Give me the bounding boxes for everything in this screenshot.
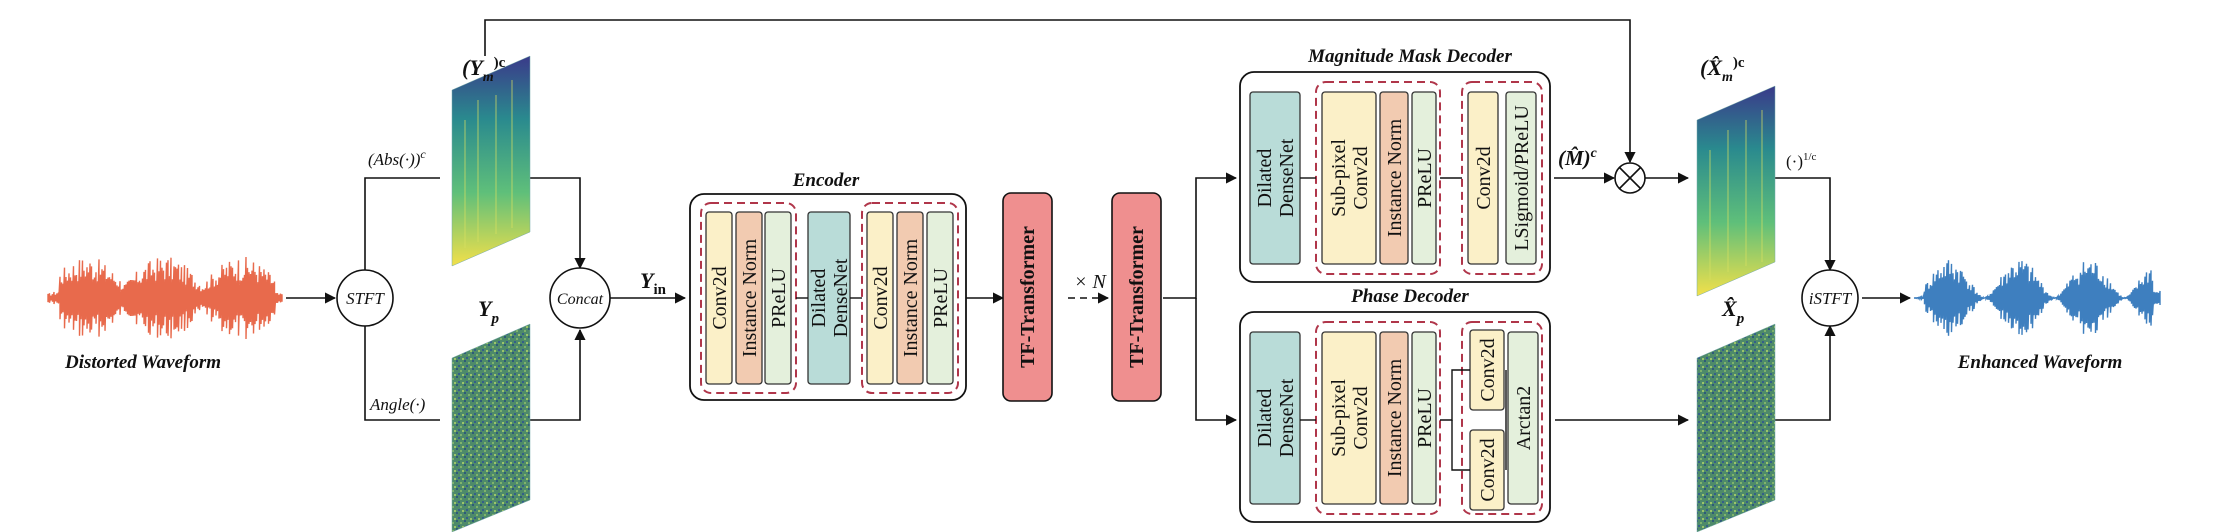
magnitude-mask-decoder: Magnitude Mask Decoder DilatedDenseNet Su…	[1239, 46, 1551, 283]
phase-spectrogram-out: X̂p	[1696, 296, 1776, 532]
tf-transformer-1: TF-Transformer	[1002, 192, 1053, 402]
encoder-block-label-1: Instance Norm	[739, 238, 761, 357]
mask-decoder-block-label-0: DilatedDenseNet	[1254, 138, 1298, 217]
encoder-block-label-3: DilatedDenseNet	[808, 258, 852, 337]
encoder-block-dilated-densenet-3: DilatedDenseNet	[807, 211, 852, 385]
encoder: Encoder Conv2d Instance Norm PReLU DilatedD…	[689, 170, 967, 401]
mask-decoder-title: Magnitude Mask Decoder	[1307, 46, 1512, 67]
multiply-node	[1614, 162, 1646, 194]
connectors	[286, 19, 1912, 426]
phase-decoder-block-instance-norm-2: Instance Norm	[1379, 331, 1409, 505]
magnitude-spectrogram-in: (Ym)c	[451, 55, 531, 267]
mask-decoder-block-lsigmoid-prelu-5: LSigmoid/PReLU	[1505, 91, 1537, 265]
mask-decoder-block-label-5: LSigmoid/PReLU	[1511, 105, 1533, 251]
magnitude-spectrogram-out: (X̂m)c	[1696, 55, 1776, 297]
phase-decoder-block-label-3: PReLU	[1414, 387, 1436, 448]
phase-decoder-block-label-4: Conv2d	[1477, 338, 1499, 401]
enhanced-waveform: Enhanced Waveform	[1913, 260, 2161, 373]
mask-decoder-block-sub-pixel-conv2d-1: Sub-pixelConv2d	[1321, 91, 1377, 265]
encoder-block-prelu-2: PReLU	[764, 211, 792, 385]
xm-label: (X̂m)c	[1700, 55, 1745, 85]
tf-transformer-1-label: TF-Transformer	[1017, 226, 1039, 368]
encoder-block-conv2d-4: Conv2d	[866, 211, 894, 385]
tf-transformer-2: TF-Transformer	[1111, 192, 1162, 402]
encoder-block-label-5: Instance Norm	[900, 238, 922, 357]
repeat-label: × N	[1074, 271, 1107, 293]
encoder-title: Encoder	[792, 170, 860, 191]
istft-label: iSTFT	[1809, 289, 1853, 308]
yin-label: Yin	[640, 268, 667, 298]
phase-decoder-block-sub-pixel-conv2d-1: Sub-pixelConv2d	[1321, 331, 1377, 505]
encoder-block-prelu-6: PReLU	[926, 211, 954, 385]
phase-decoder-block-dilated-densenet-0: DilatedDenseNet	[1249, 331, 1301, 505]
encoder-block-label-4: Conv2d	[870, 266, 892, 329]
phase-spectrogram-in: Yp	[451, 296, 531, 532]
encoder-block-label-2: PReLU	[768, 267, 790, 328]
mask-decoder-block-label-1: Sub-pixelConv2d	[1328, 139, 1372, 217]
mask-decoder-block-dilated-densenet-0: DilatedDenseNet	[1249, 91, 1301, 265]
mask-decoder-block-conv2d-4: Conv2d	[1467, 91, 1499, 265]
encoder-block-instance-norm-1: Instance Norm	[735, 211, 763, 385]
mhat-label: (M̂)c	[1558, 146, 1598, 170]
encoder-block-instance-norm-5: Instance Norm	[896, 211, 924, 385]
phase-decoder-block-label-0: DilatedDenseNet	[1254, 378, 1298, 457]
concat-label: Concat	[557, 291, 604, 308]
concat-node	[549, 267, 611, 329]
enhanced-waveform-label: Enhanced Waveform	[1957, 352, 2123, 373]
mask-decoder-block-instance-norm-2: Instance Norm	[1379, 91, 1409, 265]
mask-decoder-block-label-4: Conv2d	[1473, 146, 1495, 209]
phase-decoder: Phase Decoder DilatedDenseNet Sub-pixelCo…	[1239, 286, 1551, 523]
phase-decoder-block-label-6: Arctan2	[1513, 386, 1535, 450]
mask-decoder-block-prelu-3: PReLU	[1411, 91, 1437, 265]
mask-decoder-block-label-2: Instance Norm	[1384, 118, 1406, 237]
phase-decoder-block-label-5: Conv2d	[1477, 438, 1499, 501]
phase-decoder-block-arctan2-6: Arctan2	[1507, 331, 1539, 505]
encoder-block-conv2d-0: Conv2d	[705, 211, 733, 385]
mask-decoder-block-label-3: PReLU	[1414, 147, 1436, 208]
xp-label: X̂p	[1721, 296, 1745, 327]
abs-label: (Abs(·))c	[368, 147, 426, 169]
phase-decoder-block-conv2d-4: Conv2d	[1469, 329, 1505, 411]
distorted-waveform-label: Distorted Waveform	[64, 352, 221, 373]
stft-label: STFT	[346, 289, 385, 308]
ym-label: (Ym)c	[462, 55, 506, 85]
phase-decoder-block-label-2: Instance Norm	[1384, 358, 1406, 477]
distorted-waveform: Distorted Waveform	[47, 256, 283, 373]
phase-decoder-title: Phase Decoder	[1350, 286, 1469, 307]
inv-c-label: (·)1/c	[1786, 151, 1817, 171]
stft-node	[336, 269, 394, 327]
yp-label: Yp	[478, 296, 499, 327]
istft-node	[1801, 269, 1859, 327]
tf-transformer-2-label: TF-Transformer	[1126, 226, 1148, 368]
phase-decoder-block-conv2d-5: Conv2d	[1469, 429, 1505, 511]
angle-label: Angle(·)	[369, 395, 426, 414]
phase-decoder-block-prelu-3: PReLU	[1411, 331, 1437, 505]
encoder-block-label-6: PReLU	[930, 267, 952, 328]
phase-decoder-block-label-1: Sub-pixelConv2d	[1328, 379, 1372, 457]
encoder-block-label-0: Conv2d	[709, 266, 731, 329]
